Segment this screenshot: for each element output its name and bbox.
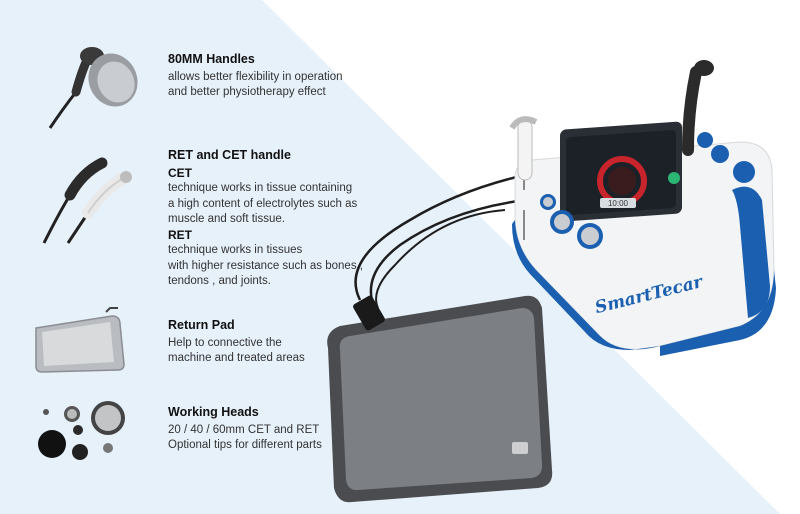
- feature-working-heads: Working Heads 20 / 40 / 60mm CET and RET…: [168, 405, 322, 454]
- feature-line: machine and treated areas: [168, 352, 305, 364]
- feature-line: tendons , and joints.: [168, 275, 271, 287]
- feature-line: with higher resistance such as bones ,: [168, 259, 363, 272]
- working-heads-image: [38, 401, 125, 460]
- return-pad-image: [35, 307, 125, 373]
- feature-line: and better physiotherapy effect: [168, 86, 326, 98]
- cable: [369, 198, 526, 311]
- feature-line: technique works in tissues: [168, 244, 303, 256]
- feature-line: muscle and soft tissue.: [168, 213, 285, 225]
- feature-line: 20 / 40 / 60mm CET and RET: [168, 423, 320, 436]
- feature-line: Help to connective the: [168, 336, 282, 349]
- feature-line: Optional tips for different parts: [168, 439, 322, 451]
- cet-label: CET: [168, 165, 192, 180]
- feature-line: allows better flexibility in operation: [168, 70, 343, 83]
- handle-80mm-image: [48, 47, 138, 129]
- screen-time: 10:00: [608, 199, 629, 208]
- feature-ret-cet-handle: RET and CET handle CET technique works i…: [168, 148, 363, 290]
- feature-title: 80MM Handles: [168, 52, 255, 66]
- feature-return-pad: Return Pad Help to connective the machin…: [168, 318, 305, 367]
- return-pad: [327, 295, 553, 503]
- device-illustration: 10:00 SmartTecar: [327, 60, 776, 503]
- cable: [354, 173, 526, 301]
- device-body: 10:00 SmartTecar: [509, 60, 776, 356]
- ret-label: RET: [168, 227, 192, 242]
- feature-title: Working Heads: [168, 405, 259, 419]
- ret-cet-handles-image: [42, 157, 132, 244]
- feature-line: technique works in tissue containing: [168, 182, 353, 194]
- feature-80mm-handles: 80MM Handles allows better flexibility i…: [168, 52, 343, 101]
- cable: [375, 209, 506, 309]
- feature-line: a high content of electrolytes such as: [168, 197, 358, 210]
- feature-title: RET and CET handle: [168, 148, 291, 162]
- feature-title: Return Pad: [168, 318, 235, 332]
